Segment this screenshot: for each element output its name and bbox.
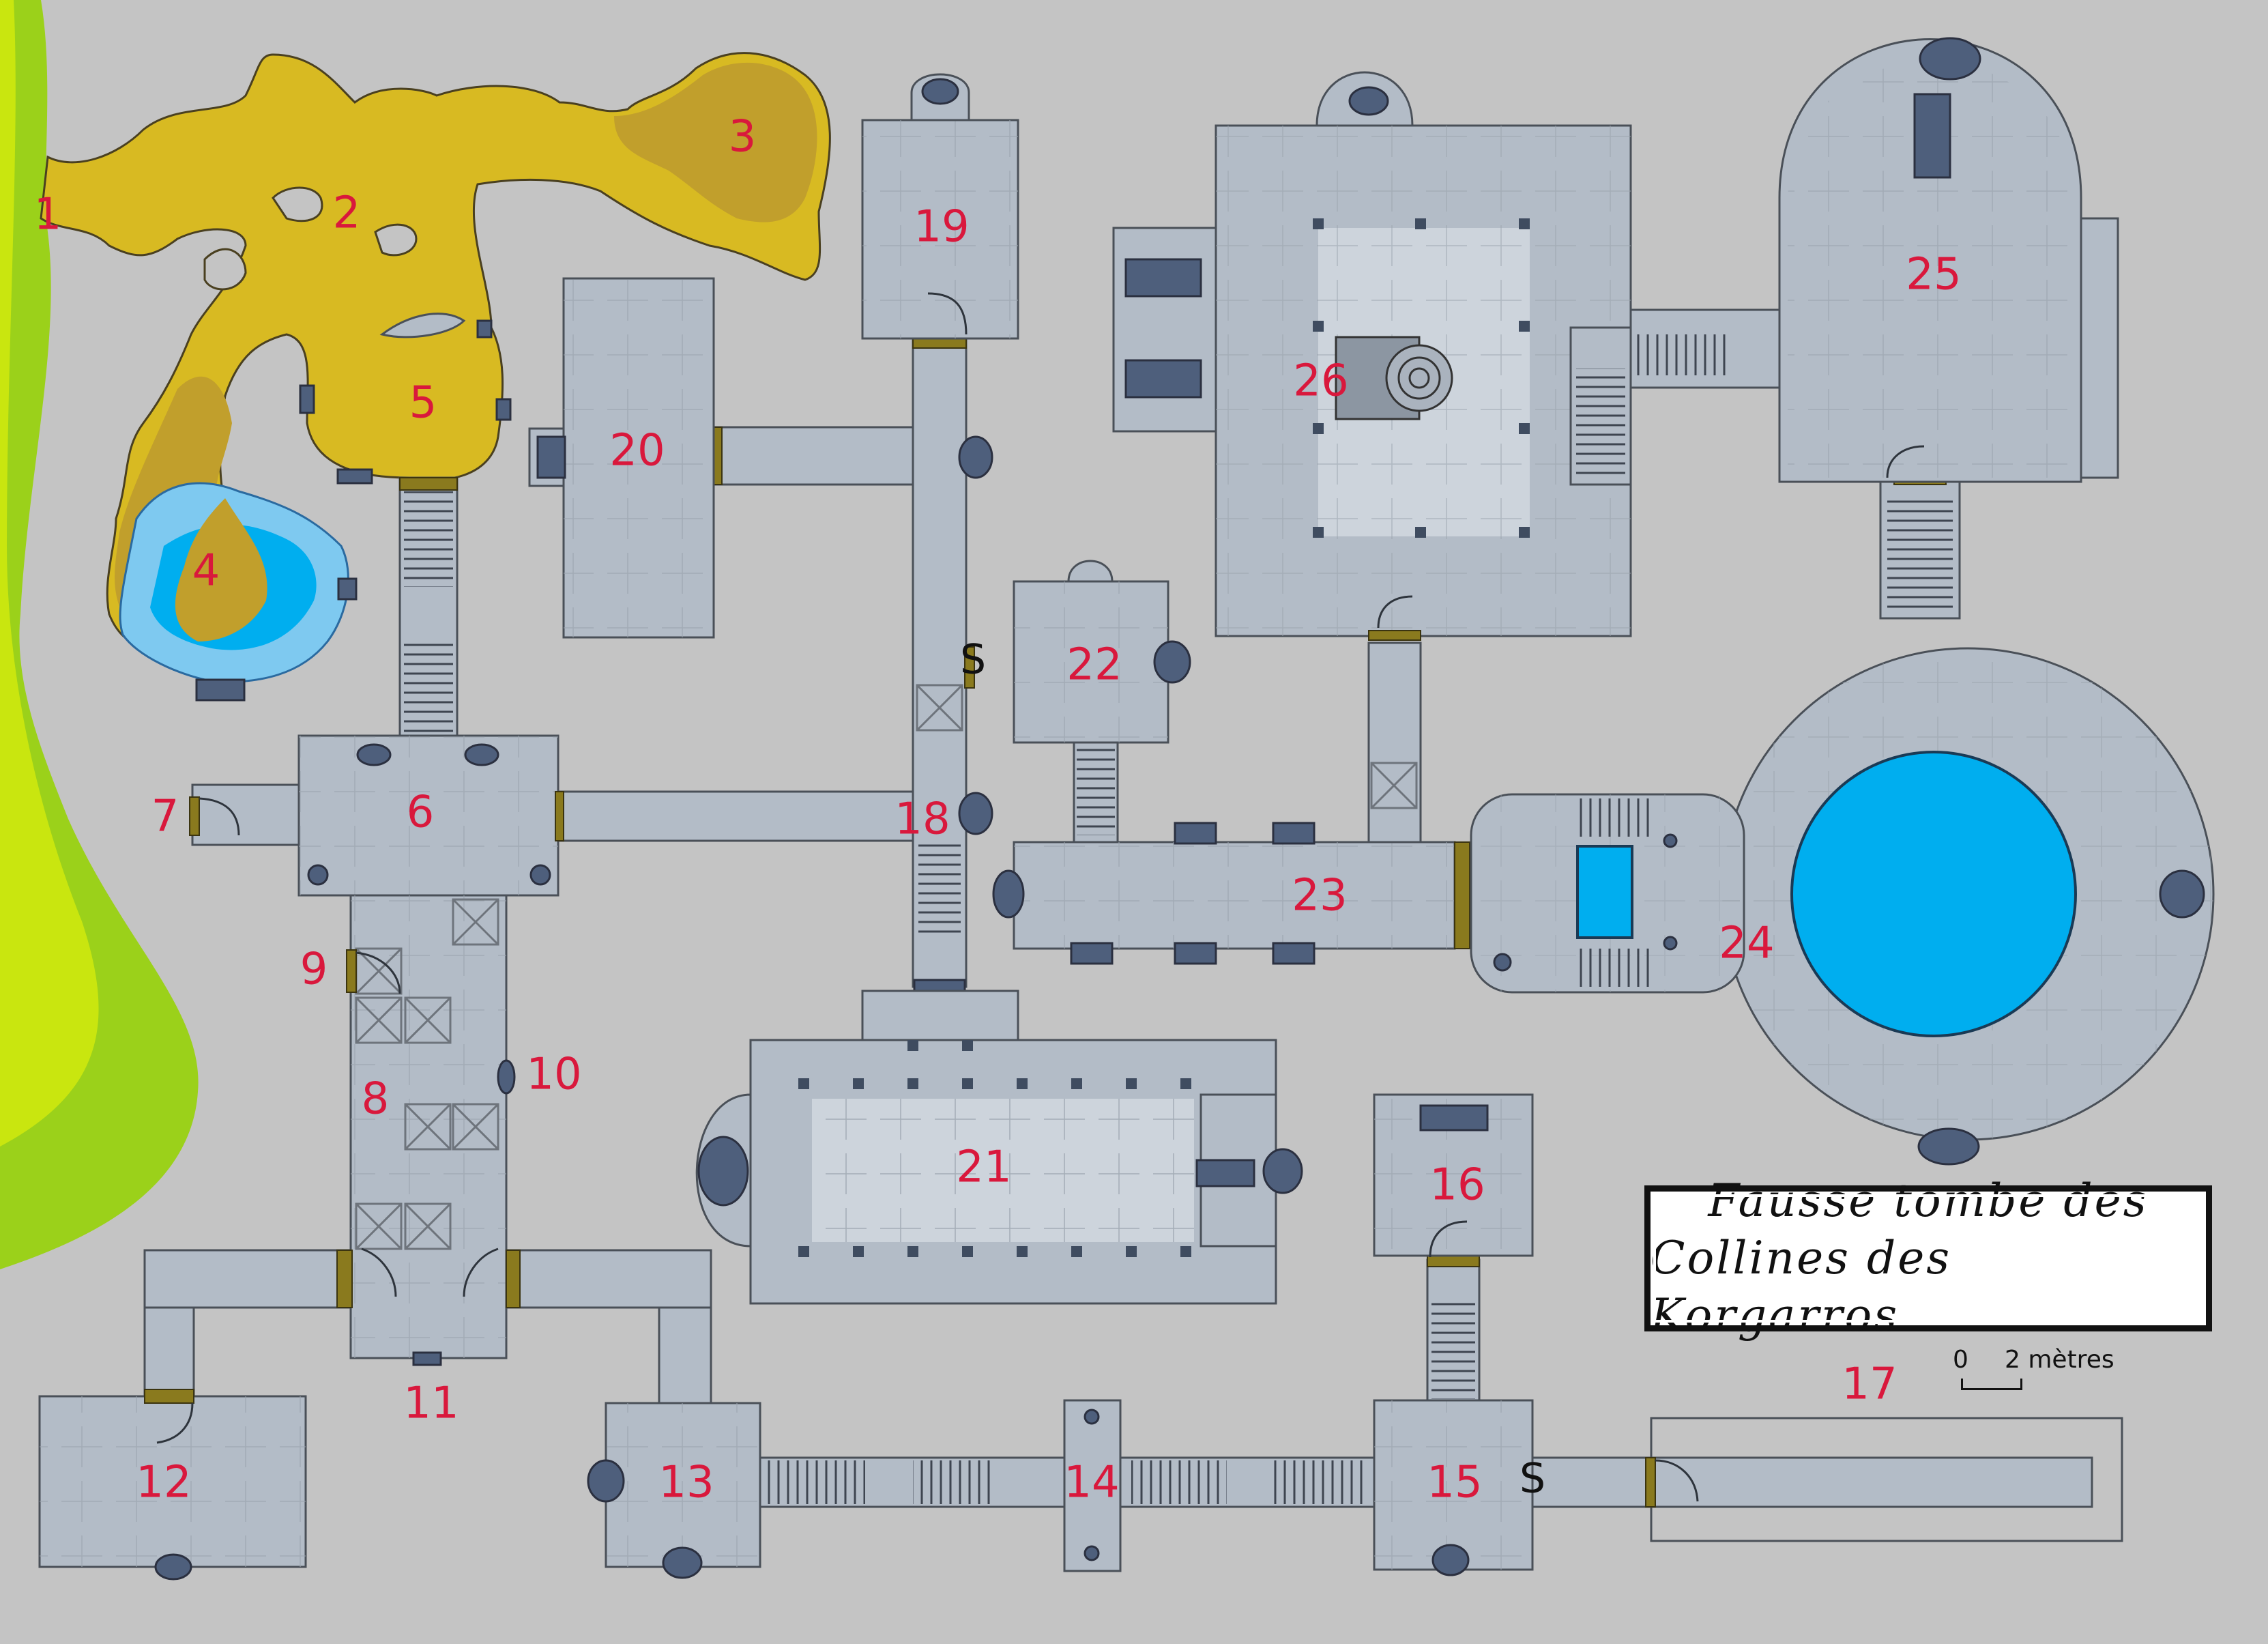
room-15	[1373, 1399, 1534, 1576]
corridor-5-6	[398, 476, 459, 745]
room-23	[992, 641, 1470, 965]
room-labels: 1 2 3 4 5 6 7 8 9 10 11 12 13 14 15 16 1…	[34, 112, 1962, 1508]
room-label-19: 19	[914, 202, 969, 253]
room-22	[1013, 560, 1191, 846]
corridor-8-12	[143, 1249, 353, 1398]
room-label-12: 12	[136, 1458, 191, 1508]
room-14	[1063, 1399, 1122, 1572]
room-label-8: 8	[362, 1074, 390, 1125]
room-label-3: 3	[729, 112, 757, 162]
room-17	[1531, 1417, 2123, 1542]
room-20	[528, 277, 715, 639]
room-label-1: 1	[34, 190, 62, 240]
room-21	[695, 990, 1303, 1305]
room-12	[38, 1389, 307, 1581]
room-label-23: 23	[1292, 871, 1347, 921]
room-label-17: 17	[1842, 1359, 1897, 1410]
room-label-18: 18	[895, 794, 950, 845]
room-label-25: 25	[1906, 250, 1961, 300]
room-label-10: 10	[526, 1050, 581, 1100]
scale-bar: 0 2 mètres	[1953, 1346, 2114, 1400]
scale-zero-label: 0	[1953, 1346, 1968, 1374]
room-label-14: 14	[1064, 1458, 1119, 1508]
room-label-22: 22	[1066, 640, 1122, 691]
room-label-11: 11	[403, 1379, 459, 1429]
room-label-6: 6	[407, 788, 435, 838]
room-24	[1470, 474, 2215, 1166]
scale-bar-line	[1961, 1379, 2022, 1390]
room-label-26: 26	[1293, 356, 1348, 407]
room-label-16: 16	[1429, 1160, 1485, 1211]
room-8	[346, 894, 516, 1366]
room-label-15: 15	[1427, 1458, 1482, 1508]
map-title-box: Fausse tombe des Collines des Korgarros	[1644, 1174, 2212, 1342]
room-label-9: 9	[300, 944, 328, 995]
room-6	[189, 734, 559, 897]
grass-edge	[0, 0, 199, 1269]
room-label-24: 24	[1719, 919, 1774, 969]
map-title-line-1: Fausse tombe des	[1708, 1174, 2149, 1227]
cave-system	[40, 52, 831, 702]
room-label-5: 5	[409, 378, 437, 429]
room-label-21: 21	[956, 1142, 1011, 1193]
corridor-15-16	[1426, 1255, 1481, 1402]
corridor-20-18	[710, 426, 914, 486]
secret-door-15-17: S	[1520, 1455, 1545, 1503]
corridor-8-13	[505, 1249, 712, 1404]
room-label-7: 7	[151, 792, 179, 842]
scale-distance-label: 2 mètres	[2005, 1346, 2114, 1374]
room-19	[861, 73, 1019, 340]
corridor-6-18	[555, 790, 914, 842]
map-title-line-2: Collines des Korgarros	[1651, 1232, 1952, 1342]
room-label-20: 20	[609, 426, 665, 476]
room-label-13: 13	[658, 1458, 714, 1508]
room-13	[587, 1402, 761, 1579]
room-16	[1373, 1093, 1534, 1258]
room-25	[1629, 37, 2119, 483]
room-label-4: 4	[192, 546, 220, 596]
secret-door-18-22: S	[960, 636, 986, 684]
room-26	[1112, 71, 1632, 641]
room-label-2: 2	[333, 188, 361, 239]
